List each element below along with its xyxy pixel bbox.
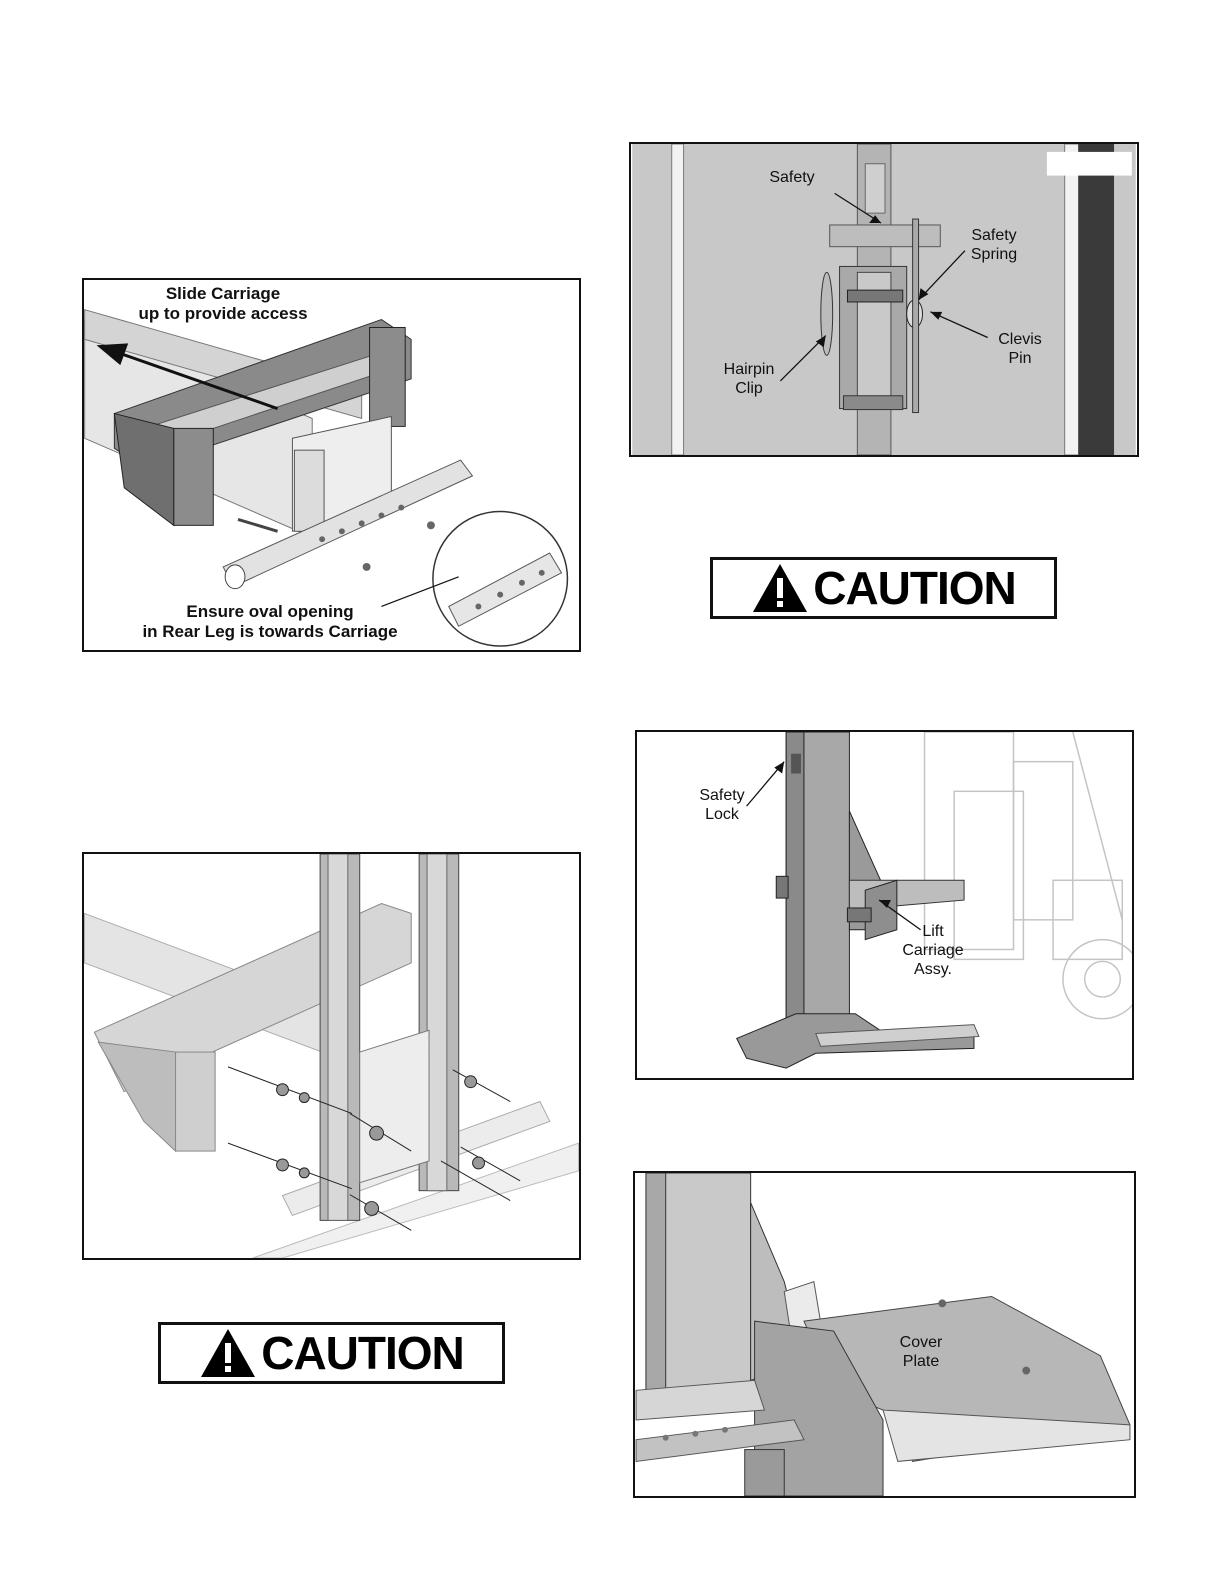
warning-triangle-icon	[199, 1327, 257, 1379]
label-lift-carriage: Lift Carriage Assy.	[895, 922, 971, 980]
label-hairpin-clip: Hairpin Clip	[713, 360, 785, 398]
warning-triangle-icon	[751, 562, 809, 614]
caution-text-left: CAUTION	[261, 1326, 464, 1380]
caution-label-right: CAUTION	[710, 557, 1057, 619]
figure-cover-plate: Cover Plate	[633, 1171, 1136, 1498]
label-safety: Safety	[759, 168, 825, 187]
lift-illustration	[637, 732, 1132, 1078]
caution-text-right: CAUTION	[813, 561, 1016, 615]
figure-lift-carriage: Safety Lock Lift Carriage Assy.	[635, 730, 1134, 1080]
label-oval-opening: Ensure oval opening in Rear Leg is towar…	[140, 602, 400, 643]
label-slide-carriage: Slide Carriage up to provide access	[130, 284, 316, 325]
safety-illustration	[631, 144, 1137, 455]
caution-label-left: CAUTION	[158, 1322, 505, 1384]
assembly-illustration	[84, 854, 579, 1258]
figure-slide-carriage: Slide Carriage up to provide access Ensu…	[82, 278, 581, 652]
figure-safety-spring: Safety Safety Spring Clevis Pin Hairpin …	[629, 142, 1139, 457]
label-cover-plate: Cover Plate	[885, 1333, 957, 1371]
carriage-illustration	[84, 280, 579, 650]
label-clevis-pin: Clevis Pin	[987, 330, 1053, 368]
label-safety-lock: Safety Lock	[689, 786, 755, 824]
label-safety-spring: Safety Spring	[961, 226, 1027, 264]
figure-leg-assembly	[82, 852, 581, 1260]
